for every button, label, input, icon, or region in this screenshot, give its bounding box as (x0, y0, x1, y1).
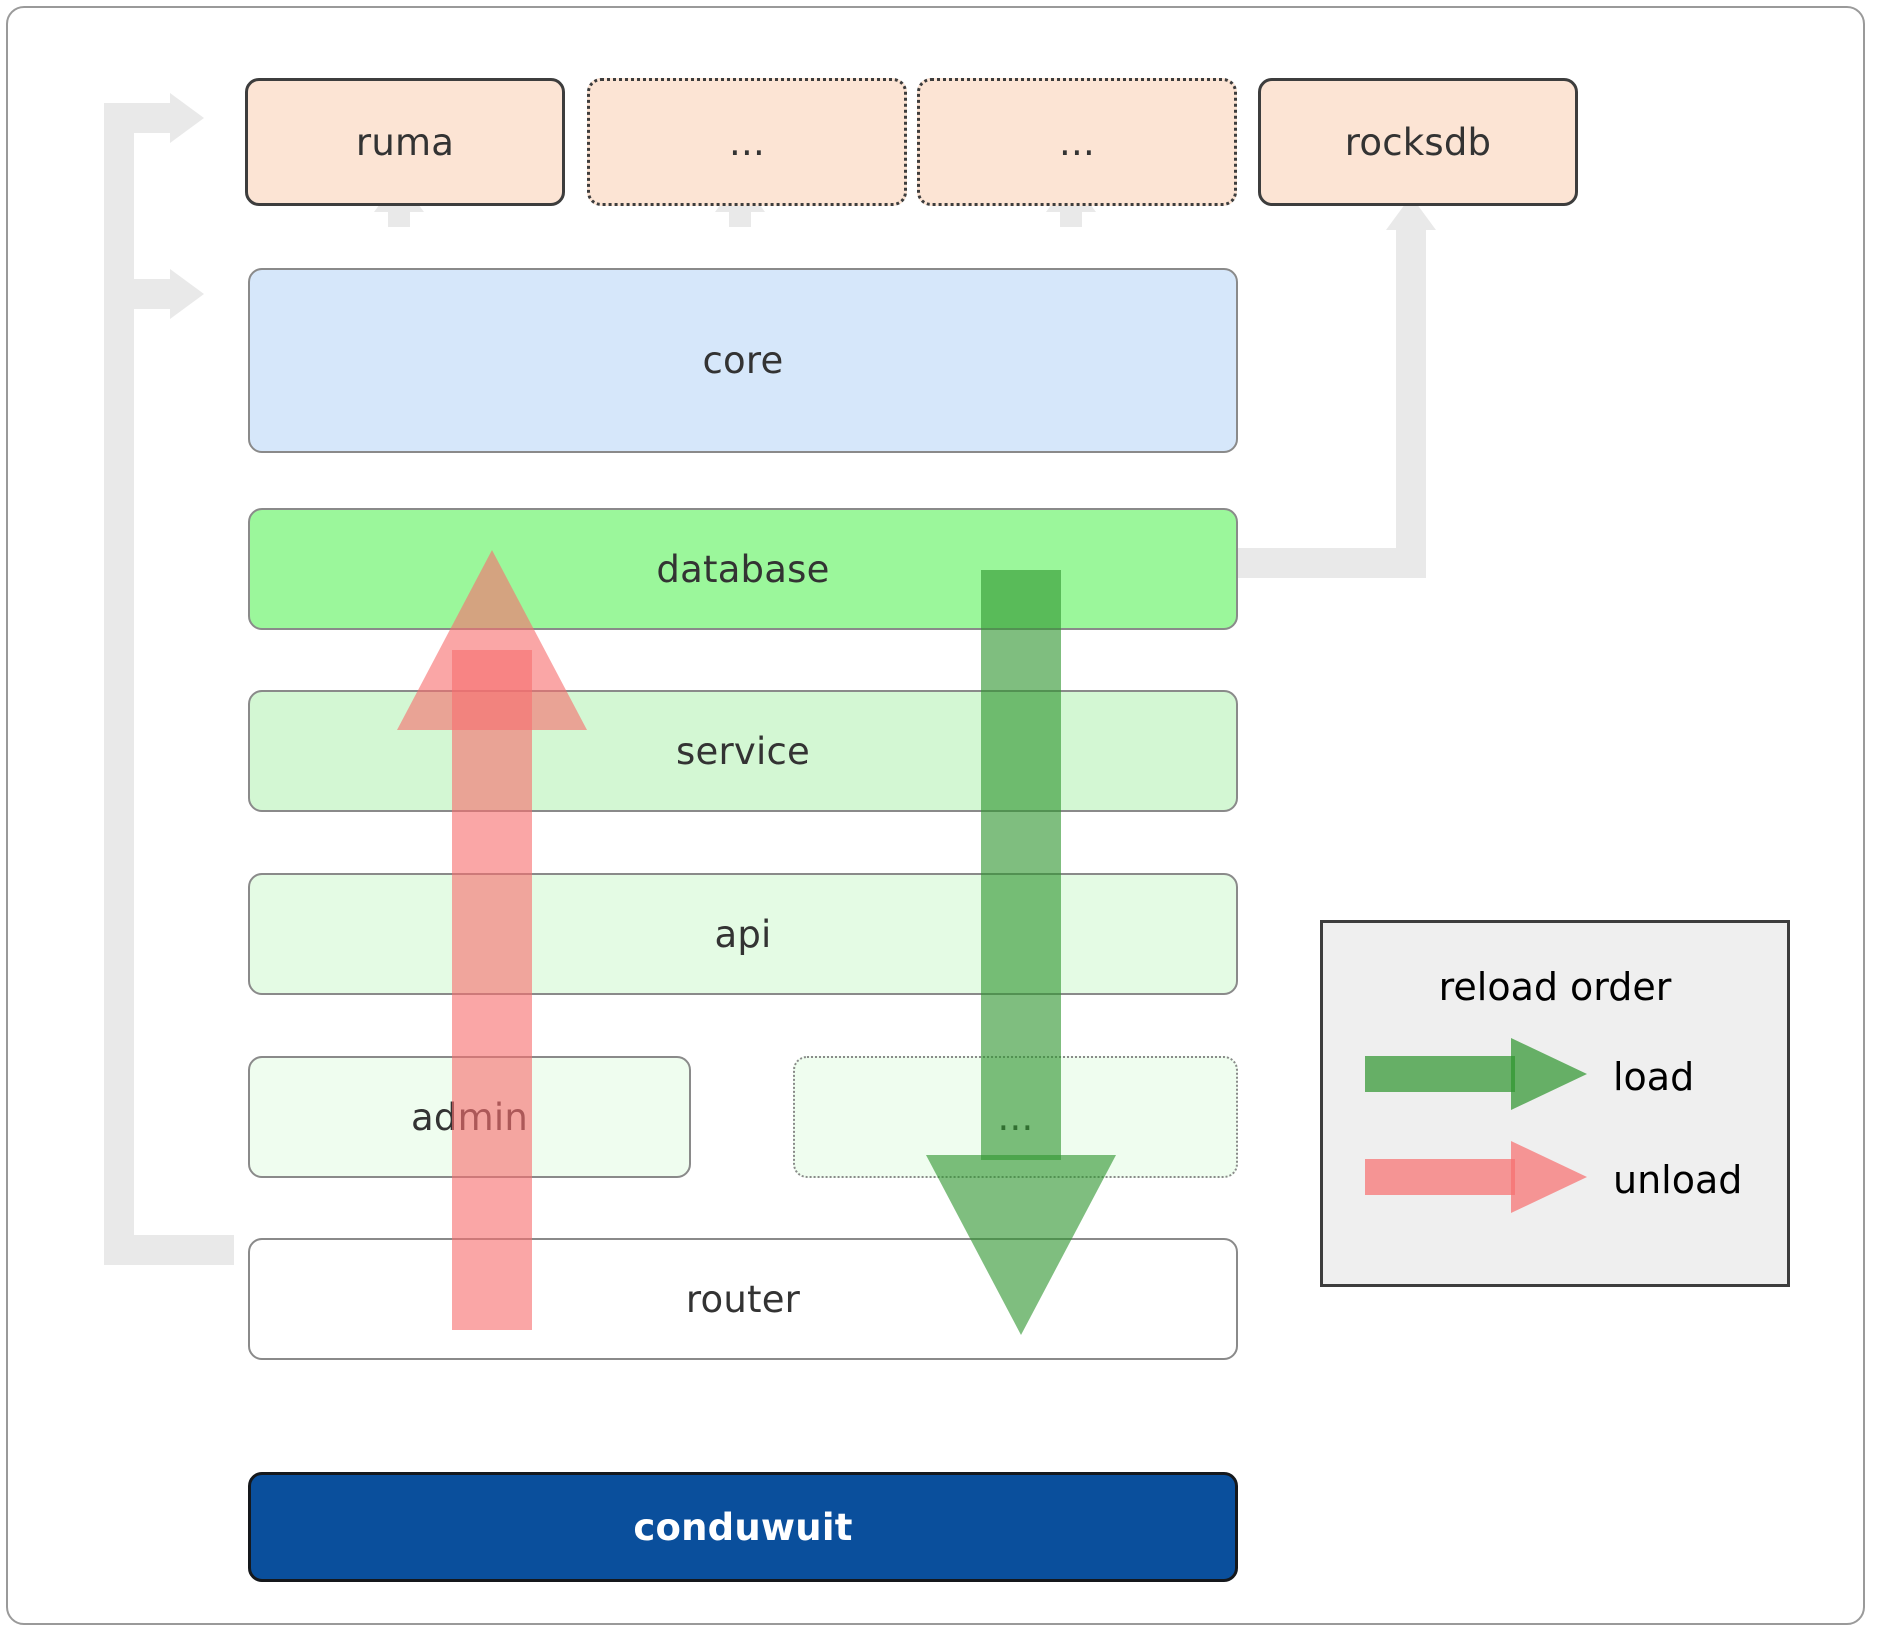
connector-branch-to-ruma (104, 103, 179, 133)
layer-box-api[interactable]: api (248, 873, 1238, 995)
core-box[interactable]: core (248, 268, 1238, 453)
connector-left-bottom-horizontal (104, 1235, 234, 1265)
legend-load-label: load (1613, 1055, 1695, 1099)
core-label: core (702, 339, 784, 382)
unload-arrow-shaft (452, 650, 532, 1330)
legend-unload-label: unload (1613, 1158, 1743, 1202)
layer-label: service (676, 729, 810, 773)
app-label: conduwuit (633, 1505, 853, 1549)
load-arrow-shaft (981, 570, 1061, 1160)
connector-database-to-rocksdb-horizontal (1230, 548, 1426, 578)
connector-database-to-rocksdb-vertical (1396, 230, 1426, 560)
load-arrow-head-icon (926, 1155, 1116, 1335)
dependency-box-rocksdb[interactable]: rocksdb (1258, 78, 1578, 206)
legend-load-arrow-icon (1511, 1038, 1587, 1110)
dependency-label: rocksdb (1344, 120, 1492, 164)
dependency-box-more-2[interactable]: ... (917, 78, 1237, 206)
legend-title: reload order (1438, 965, 1672, 1009)
legend-load-shaft (1365, 1056, 1515, 1092)
dependency-label: ... (729, 120, 765, 164)
connector-branch-to-core (104, 279, 179, 309)
legend-unload-arrow-icon (1511, 1141, 1587, 1213)
layer-label: api (714, 912, 772, 956)
dependency-label: ... (1059, 120, 1095, 164)
dependency-box-more-1[interactable]: ... (587, 78, 907, 206)
dependency-box-ruma[interactable]: ruma (245, 78, 565, 206)
diagram-frame (6, 6, 1865, 1625)
connector-arrow-to-ruma-icon (170, 93, 204, 143)
connector-arrow-to-core-icon (170, 269, 204, 319)
legend-unload-shaft (1365, 1159, 1515, 1195)
dependency-label: ruma (355, 120, 455, 164)
layer-label: router (685, 1277, 801, 1321)
unload-arrow-head-icon (397, 550, 587, 730)
legend-panel: reload order load unload (1320, 920, 1790, 1287)
layer-label: database (656, 547, 830, 591)
app-box-conduwuit[interactable]: conduwuit (248, 1472, 1238, 1582)
